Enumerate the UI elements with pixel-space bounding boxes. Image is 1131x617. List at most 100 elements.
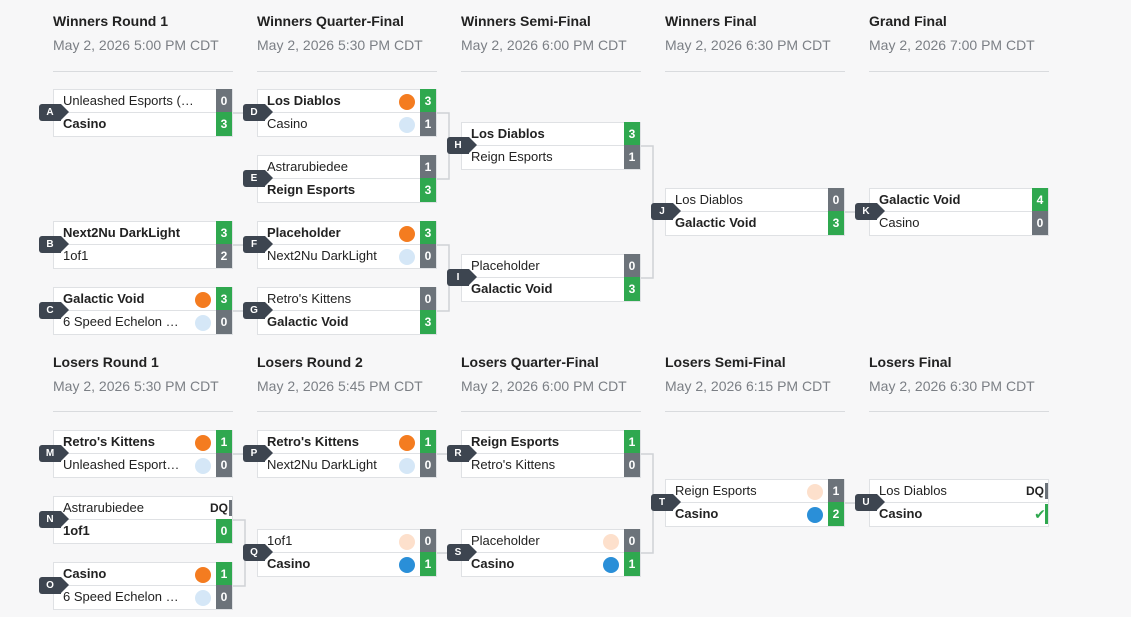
- team-name[interactable]: Astrarubiedee: [63, 500, 144, 515]
- team-row[interactable]: Unleashed Esports (U3)0: [53, 453, 233, 478]
- team-name[interactable]: Galactic Void: [675, 215, 757, 230]
- team-name[interactable]: Casino: [63, 116, 107, 131]
- team-name[interactable]: Los Diablos: [267, 93, 341, 108]
- team-name[interactable]: Reign Esports: [675, 483, 757, 498]
- team-name[interactable]: Galactic Void: [471, 281, 553, 296]
- team-name[interactable]: 1of1: [63, 248, 89, 263]
- team-name[interactable]: Reign Esports: [267, 182, 356, 197]
- team-name[interactable]: Next2Nu DarkLight: [267, 457, 377, 472]
- team-name[interactable]: Los Diablos: [879, 483, 947, 498]
- team-name[interactable]: Placeholder: [471, 533, 540, 548]
- team-name[interactable]: Reign Esports: [471, 149, 553, 164]
- team-name[interactable]: Placeholder: [267, 225, 341, 240]
- team-name[interactable]: Astrarubiedee: [267, 159, 348, 174]
- team-name[interactable]: 1of1: [63, 523, 90, 538]
- team-name[interactable]: Next2Nu DarkLight: [63, 225, 181, 240]
- team-name[interactable]: 6 Speed Echelon Esports: [63, 589, 181, 604]
- team-row[interactable]: 6 Speed Echelon Esports0: [53, 585, 233, 610]
- team-name[interactable]: Casino: [267, 556, 311, 571]
- team-name[interactable]: Casino: [471, 556, 515, 571]
- team-row[interactable]: Casino✔: [869, 503, 1049, 527]
- team-name[interactable]: Casino: [879, 215, 920, 230]
- team-row[interactable]: Unleashed Esports (U3)0: [53, 89, 233, 113]
- team-name[interactable]: Galactic Void: [63, 291, 145, 306]
- team-name[interactable]: Galactic Void: [267, 314, 349, 329]
- team-name[interactable]: Los Diablos: [675, 192, 743, 207]
- team-name[interactable]: Retro's Kittens: [267, 434, 359, 449]
- team-name[interactable]: Casino: [879, 506, 923, 521]
- team-name[interactable]: Casino: [267, 116, 308, 131]
- team-name[interactable]: 6 Speed Echelon Esports: [63, 314, 181, 329]
- team-name[interactable]: Reign Esports: [471, 434, 560, 449]
- team-name[interactable]: Casino: [675, 506, 719, 521]
- team-name[interactable]: Retro's Kittens: [63, 434, 155, 449]
- team-name[interactable]: Los Diablos: [471, 126, 545, 141]
- team-name[interactable]: Unleashed Esports (U3): [63, 457, 181, 472]
- team-name[interactable]: Retro's Kittens: [267, 291, 352, 306]
- team-name[interactable]: 1of1: [267, 533, 293, 548]
- team-name[interactable]: Next2Nu DarkLight: [267, 248, 377, 263]
- team-row[interactable]: 6 Speed Echelon Esports0: [53, 310, 233, 335]
- team-name[interactable]: Placeholder: [471, 258, 540, 273]
- team-name[interactable]: Retro's Kittens: [471, 457, 556, 472]
- team-name[interactable]: Unleashed Esports (U3): [63, 93, 201, 108]
- team-name[interactable]: Casino: [63, 566, 107, 581]
- team-name[interactable]: Galactic Void: [879, 192, 961, 207]
